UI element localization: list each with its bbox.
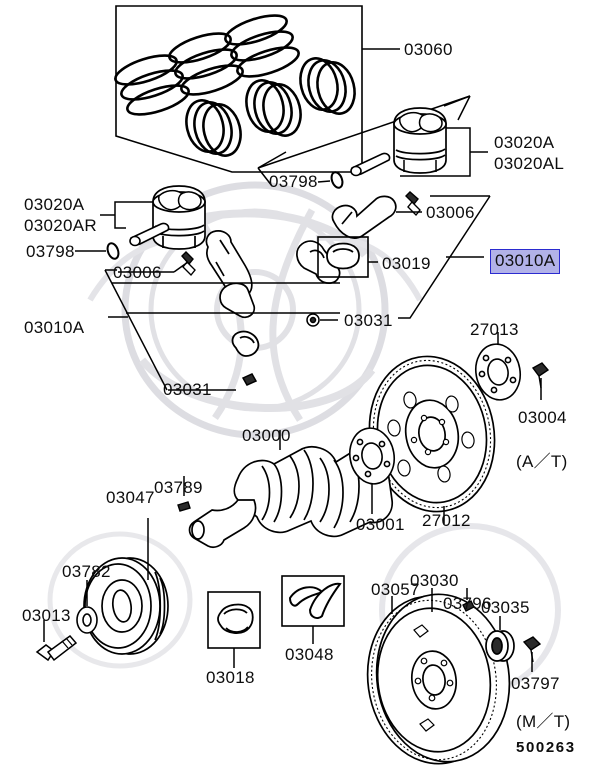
label-at-note: (A／T) bbox=[516, 452, 568, 471]
label-03020A-right: 03020A bbox=[494, 133, 555, 152]
ring-set-box bbox=[115, 5, 363, 173]
ring-stack-3 bbox=[299, 57, 356, 115]
rod-nut-right bbox=[306, 313, 320, 327]
label-03020AL-right: 03020AL bbox=[494, 154, 565, 173]
label-03020AR-left: 03020AR bbox=[24, 216, 97, 235]
adapter-plate bbox=[474, 343, 522, 401]
label-03797: 03797 bbox=[511, 674, 560, 693]
label-03031-right: 03031 bbox=[344, 311, 393, 330]
label-03798-right: 03798 bbox=[269, 172, 318, 191]
conrod-right bbox=[331, 195, 397, 239]
bracket-03010A-left bbox=[104, 269, 340, 391]
label-03006-left: 03006 bbox=[113, 263, 162, 282]
label-03020A-left: 03020A bbox=[24, 195, 85, 214]
rod-bearing-box-right bbox=[317, 236, 369, 278]
label-mt-note: (M／T) bbox=[516, 712, 571, 731]
wrist-pin-right bbox=[350, 152, 391, 177]
label-03004: 03004 bbox=[518, 408, 567, 427]
drawing-number: 500263 bbox=[516, 739, 576, 756]
label-03030: 03030 bbox=[410, 571, 459, 590]
label-03035: 03035 bbox=[481, 598, 530, 617]
flywheel-holes bbox=[413, 624, 454, 732]
crank-pulley bbox=[83, 557, 169, 655]
label-03798-left: 03798 bbox=[26, 242, 75, 261]
label-03010A-left: 03010A bbox=[24, 318, 85, 337]
pulley-washer bbox=[76, 606, 98, 634]
label-03057: 03057 bbox=[371, 580, 420, 599]
label-03060: 03060 bbox=[404, 40, 453, 59]
ring-stack-2 bbox=[245, 79, 302, 137]
label-03013: 03013 bbox=[22, 606, 71, 625]
label-03019: 03019 bbox=[382, 254, 431, 273]
dowel-mt bbox=[462, 600, 475, 612]
circlip-right bbox=[330, 171, 344, 189]
crank-sprocket bbox=[348, 427, 396, 485]
label-03010A-right-highlighted[interactable]: 03010A bbox=[490, 249, 561, 274]
label-03031-left: 03031 bbox=[163, 380, 212, 399]
label-27012: 27012 bbox=[422, 511, 471, 530]
assembly-arrow bbox=[257, 95, 471, 187]
flywheel bbox=[366, 593, 511, 765]
rod-nut-left bbox=[241, 373, 258, 386]
label-03796: 03796 bbox=[443, 594, 492, 613]
label-03006-right: 03006 bbox=[426, 203, 475, 222]
rod-bearing-right bbox=[326, 242, 360, 270]
label-03789: 03789 bbox=[154, 478, 203, 497]
label-03047: 03047 bbox=[106, 488, 155, 507]
label-03000: 03000 bbox=[242, 426, 291, 445]
pilot-bearing bbox=[485, 630, 515, 662]
flywheel-ring-gear-teeth bbox=[371, 599, 497, 761]
thrust-bearing bbox=[288, 582, 342, 619]
leader-03798-right bbox=[317, 180, 331, 183]
label-03001: 03001 bbox=[356, 515, 405, 534]
main-bearing bbox=[217, 603, 254, 634]
ring-stack-1 bbox=[185, 99, 242, 157]
bracket-03020A-left bbox=[114, 201, 153, 229]
crank-snout bbox=[188, 499, 257, 549]
ring-coil-1 bbox=[114, 54, 190, 116]
ring-coil-2 bbox=[168, 32, 244, 96]
label-03048: 03048 bbox=[285, 645, 334, 664]
rod-bolt-left bbox=[181, 251, 196, 277]
label-03018: 03018 bbox=[206, 668, 255, 687]
bracket-03010A-right bbox=[398, 195, 491, 319]
wrist-pin-left bbox=[129, 222, 170, 247]
circlip-left bbox=[106, 242, 120, 260]
drive-plate-holes bbox=[387, 391, 475, 483]
woodruff-key bbox=[177, 501, 191, 512]
conrod-left bbox=[205, 230, 253, 299]
label-27013: 27013 bbox=[470, 320, 519, 339]
pulley-bolt bbox=[35, 634, 78, 662]
rod-bearing-left bbox=[231, 330, 260, 357]
ring-coil-3 bbox=[224, 14, 300, 78]
label-03782: 03782 bbox=[62, 562, 111, 581]
